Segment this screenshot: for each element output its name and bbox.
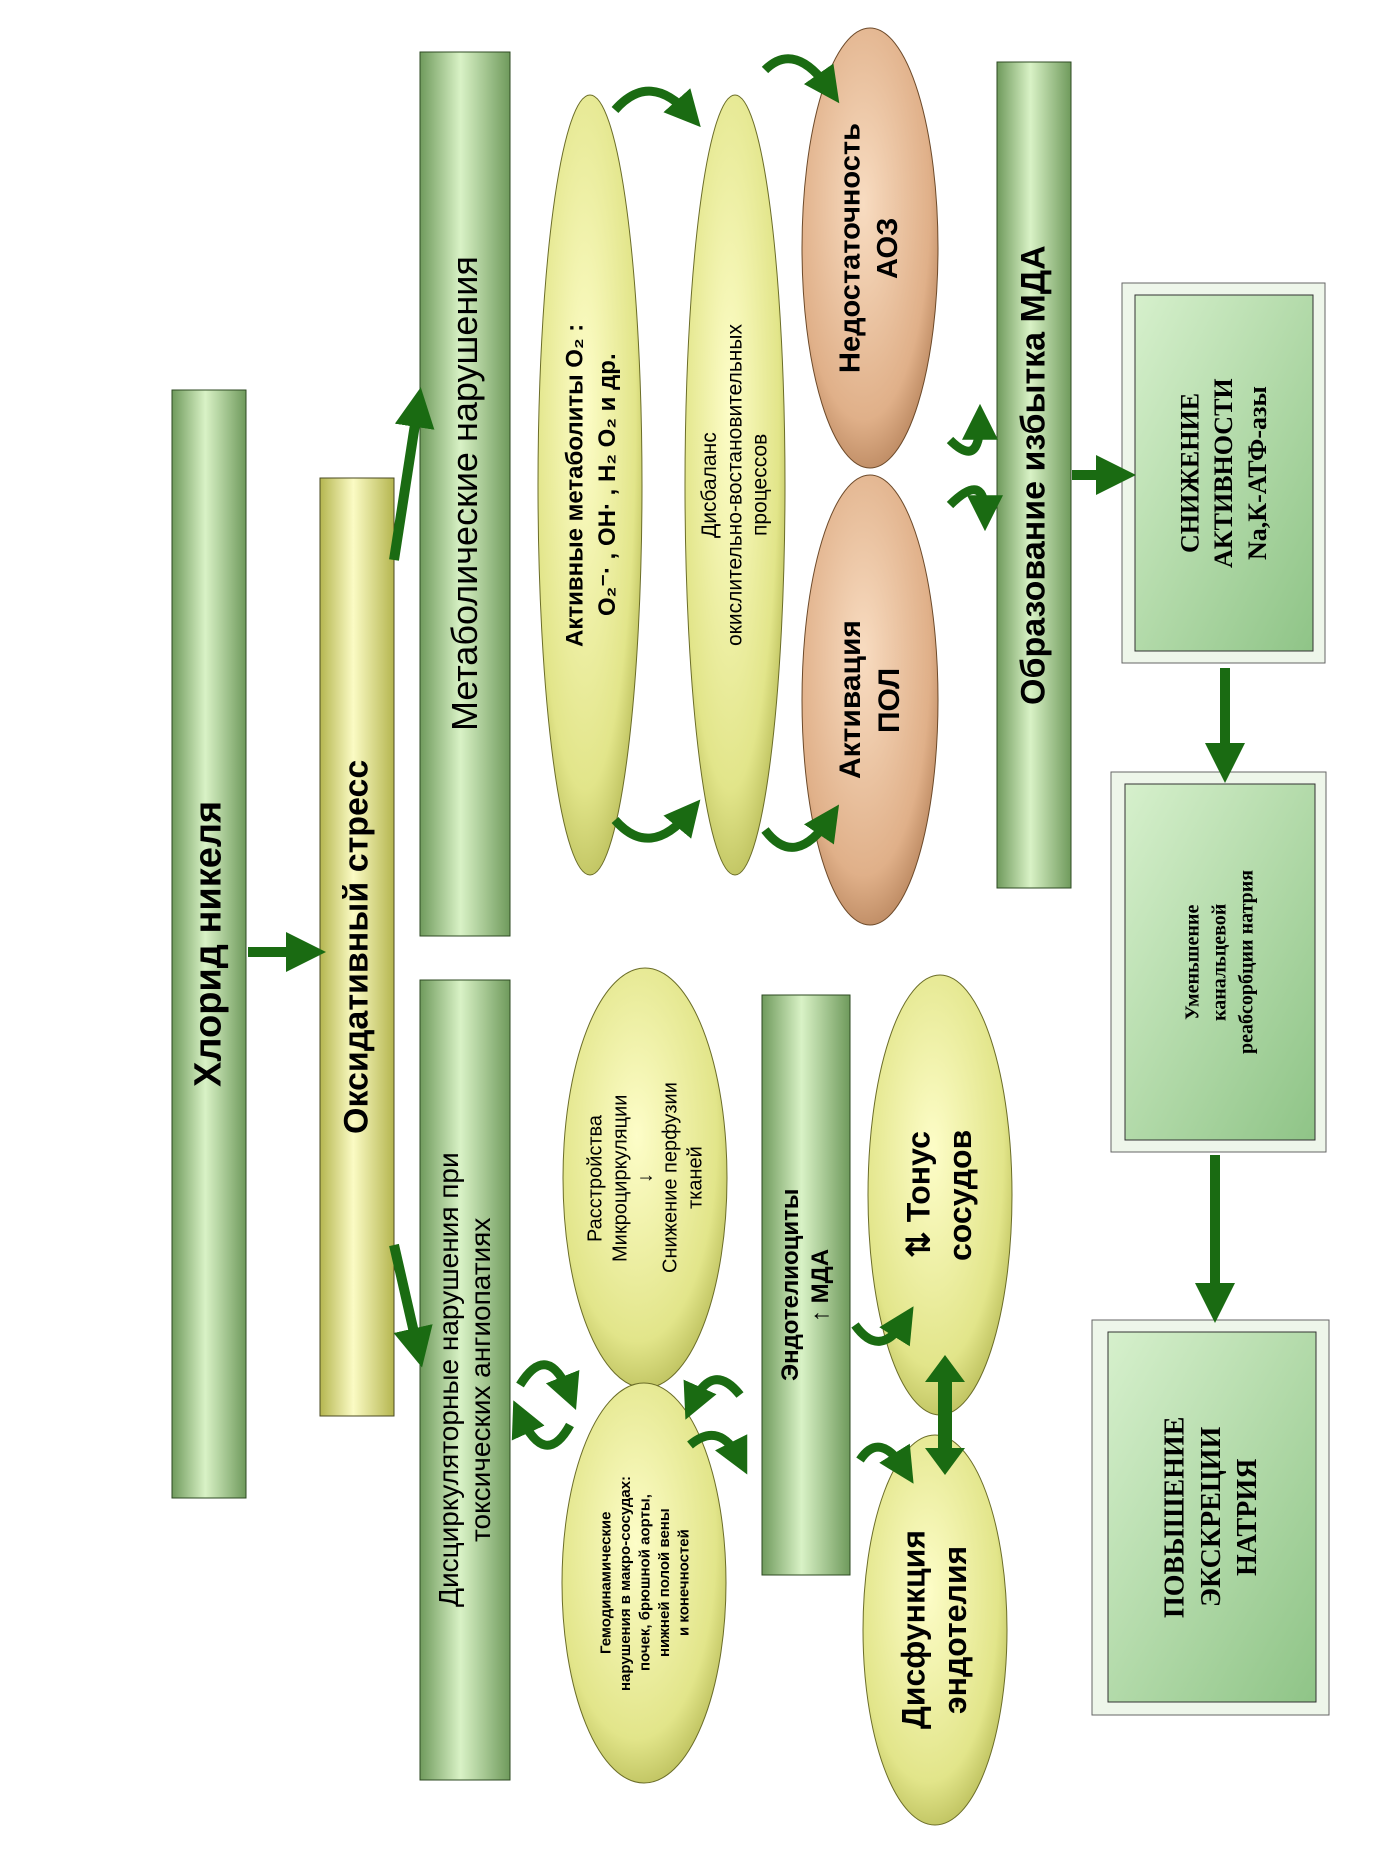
dysfunction-line-1: Дисфункция [895, 1530, 932, 1730]
endothelium-line-1: Эндотелиоциты [777, 1188, 804, 1382]
reabsorption-line-2: канальцевой [1208, 903, 1231, 1021]
micro-line-3: ↓ [634, 1173, 657, 1184]
straight-arrows [248, 387, 1245, 1368]
circulatory-bar [419, 979, 511, 1781]
aoz-line-1: Недостаточность [834, 123, 867, 373]
atpase-line-3: Na,К-АТФ-азы [1242, 386, 1272, 560]
endothelium-bar [761, 994, 851, 1576]
dysfunction-ellipse [862, 1434, 1008, 1826]
aoz-line-2: АОЗ [872, 217, 904, 279]
micro-line-1: Расстройства [584, 1114, 607, 1242]
reabsorption-line-1: Уменьшение [1181, 904, 1204, 1020]
aoz-ellipse [801, 27, 939, 469]
atpase-line-1: СНИЖЕНИЕ [1175, 392, 1205, 554]
title-text: Хлорид никеля [187, 800, 230, 1088]
metabolites-line-1: Активные метаболиты O₂ : [561, 323, 589, 647]
excretion-line-1: ПОВЫШЕНИЕ [1159, 1416, 1191, 1618]
imbalance-line-3: процессов [748, 433, 772, 537]
circulatory-line-1: Дисциркуляторные нарушения при [432, 1152, 464, 1608]
metabolic-bar [419, 51, 511, 937]
tonus-line-1: ⇅ Тонус [900, 1131, 937, 1259]
atpase-box [1121, 282, 1326, 664]
hemo-line-1: Гемодинамические [597, 1511, 615, 1655]
hemo-line-5: и конечностей [675, 1529, 693, 1637]
reabsorption-line-3: реабсорбции натрия [1235, 869, 1258, 1055]
imbalance-line-2: окислительно-востановительных [723, 324, 747, 646]
imbalance-ellipse [684, 94, 786, 876]
micro-line-4: Снижение перфузии [659, 1082, 682, 1274]
excretion-line-3: НАТРИЯ [1232, 1458, 1264, 1576]
excretion-box [1091, 1319, 1330, 1716]
title-bar [171, 389, 247, 1499]
stress-text: Оксидативный стресс [337, 759, 376, 1135]
metabolites-ellipse [537, 94, 643, 876]
micro-line-5: тканей [684, 1146, 707, 1210]
endothelium-text: Эндотелиоциты↑ МДА [762, 995, 850, 1575]
metabolic-text: Метаболические нарушения [444, 256, 485, 732]
hemo-line-4: нижней полой вены [655, 1508, 673, 1658]
hemo-ellipse [561, 1382, 727, 1784]
atpase-line-2: АКТИВНОСТИ [1209, 378, 1239, 568]
mda-bar [996, 61, 1072, 889]
mda-text: Образование избытка МДА [1014, 245, 1053, 705]
metabolites-text: Активные метаболиты O₂ :O₂⁻· , OH· , H₂ … [540, 160, 644, 810]
tonus-line-2: сосудов [942, 1129, 978, 1261]
hemo-line-3: почек, брюшной аорты, [636, 1494, 654, 1672]
imbalance-line-1: Дисбаланс [698, 432, 722, 538]
pol-line-1: Активация [834, 620, 867, 780]
reabsorption-box [1110, 771, 1327, 1153]
hemo-line-2: нарушения в макро-сосудах: [616, 1475, 634, 1691]
metabolites-line-2: O₂⁻· , OH· , H₂ O₂ и др. [594, 353, 621, 617]
circulatory-line-2: токсических ангиопатиях [465, 1217, 496, 1543]
excretion-line-2: ЭКСКРЕЦИИ [1195, 1426, 1227, 1608]
pol-line-2: ПОЛ [873, 667, 906, 733]
stress-bar [319, 477, 395, 1417]
dysfunction-line-2: эндотелия [937, 1545, 973, 1715]
double-arrow [925, 1355, 965, 1475]
curved-arrows [511, 54, 1003, 1484]
endothelium-line-2: ↑ МДА [807, 1248, 834, 1322]
micro-line-2: Микроциркуляции [609, 1094, 632, 1262]
